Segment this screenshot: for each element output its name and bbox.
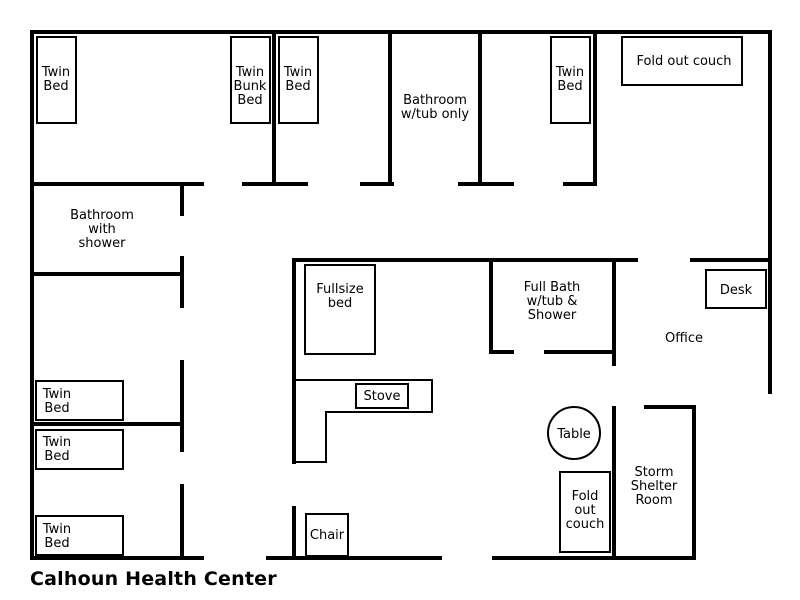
table — [547, 406, 601, 460]
stove — [355, 383, 409, 409]
fullsize-bed-label-line: Fullsize — [316, 282, 363, 297]
twin-bunk-bed-label-line: Bunk — [234, 79, 267, 94]
twin-bed-4-label-line: Twin — [42, 387, 71, 402]
twin-bunk-bed-label-line: Bed — [237, 93, 262, 108]
twin-bed-2-label-line: Twin — [283, 65, 312, 80]
fullsize-bed-label-line: bed — [328, 296, 353, 311]
twin-bed-5-label-line: Twin — [42, 435, 71, 450]
walls — [30, 30, 772, 560]
bathroom-tub-label-line: w/tub only — [401, 107, 470, 122]
fold-out-couch-bottom-label-line: out — [574, 503, 595, 518]
twin-bed-4-label-line: Bed — [44, 401, 69, 416]
bathroom-shower-label-line: shower — [79, 236, 127, 251]
twin-bed-6 — [35, 515, 124, 556]
desk-label: Desk — [720, 283, 753, 298]
twin-bed-1 — [36, 36, 77, 124]
fold-out-couch-bottom-label-line: Fold — [572, 489, 599, 504]
fold-out-couch-top — [621, 36, 743, 86]
bathroom-tub-label-line: Bathroom — [403, 93, 467, 108]
twin-bed-5-label-line: Bed — [44, 449, 69, 464]
fold-out-couch-bottom-label-line: couch — [566, 517, 605, 532]
chair-label: Chair — [310, 528, 345, 543]
plan-title: Calhoun Health Center — [30, 568, 277, 590]
table-label-line: Table — [556, 427, 591, 442]
twin-bed-1-label-line: Twin — [41, 65, 70, 80]
twin-bed-2 — [278, 36, 319, 124]
storm-shelter-label-line: Room — [635, 493, 672, 508]
fold-out-couch-top-label: Fold out couch — [636, 54, 731, 69]
fullsize-bed — [304, 264, 376, 355]
desk — [705, 269, 767, 309]
fold-out-couch-top-label-line: Fold out couch — [636, 54, 731, 69]
twin-bunk-bed-label-line: Twin — [235, 65, 264, 80]
full-bath-label-line: w/tub & — [527, 294, 578, 309]
kitchen-counter — [296, 379, 433, 463]
twin-bed-4 — [35, 380, 124, 421]
office-label-line: Office — [665, 331, 703, 346]
stove-label: Stove — [364, 389, 401, 404]
twin-bed-6-label-line: Twin — [42, 522, 71, 537]
bathroom-shower-label-line: with — [88, 222, 116, 237]
full-bath-label-line: Shower — [528, 308, 577, 323]
stove-label-line: Stove — [364, 389, 401, 404]
chair-label-line: Chair — [310, 528, 345, 543]
twin-bed-2-label-line: Bed — [285, 79, 310, 94]
twin-bed-5 — [35, 429, 124, 470]
full-bath-label-line: Full Bath — [524, 280, 581, 295]
twin-bed-3-label-line: Twin — [555, 65, 584, 80]
twin-bed-1-label-line: Bed — [43, 79, 68, 94]
twin-bunk-bed — [230, 36, 271, 124]
fold-out-couch-bottom — [559, 471, 611, 553]
bathroom-shower-label-line: Bathroom — [70, 208, 134, 223]
storm-shelter-label-line: Shelter — [631, 479, 678, 494]
twin-bed-3-label-line: Bed — [557, 79, 582, 94]
table-label: Table — [556, 427, 591, 442]
office-label: Office — [665, 331, 703, 346]
twin-bed-6-label-line: Bed — [44, 536, 69, 551]
desk-label-line: Desk — [720, 283, 753, 298]
storm-shelter-label-line: Storm — [634, 465, 673, 480]
chair — [305, 513, 349, 557]
twin-bed-3 — [550, 36, 591, 124]
